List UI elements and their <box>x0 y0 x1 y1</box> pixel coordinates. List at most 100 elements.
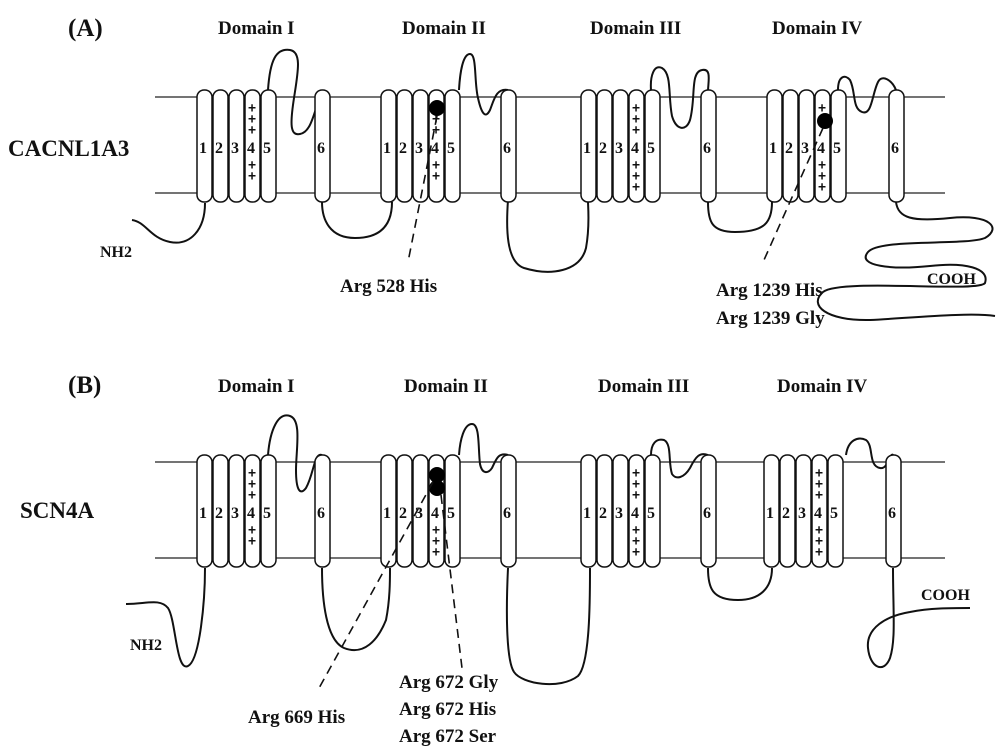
panel-a-d2-s3-label: 3 <box>415 140 423 157</box>
panel-b-d3-s1-label: 1 <box>583 505 591 522</box>
panel-a-d2-s5-label: 5 <box>447 140 455 157</box>
panel-a-d4-s5-label: 5 <box>833 140 841 157</box>
panel-a-d3-s5-label: 5 <box>647 140 655 157</box>
panel-b-domain-3-title: Domain III <box>598 376 689 397</box>
panel-a-linker-2-3 <box>507 200 588 272</box>
panel-b-d3-s6-label: 6 <box>703 505 711 522</box>
panel-a-d4-s1-label: 1 <box>769 140 777 157</box>
panel-a-domain-3: 1 2 3 4 5 6 +++ +++ <box>581 90 716 202</box>
panel-b-mutation-label-3: Arg 672 His <box>399 699 496 720</box>
panel-b-mutation-label-1: Arg 669 His <box>248 707 345 728</box>
panel-a-c-terminus-tail <box>818 202 995 320</box>
panel-a-d4-s4-charges-bottom: +++ <box>818 158 826 195</box>
panel-b-d3-s4-charges-bottom: +++ <box>632 523 640 560</box>
panel-a-d1-s1-label: 1 <box>199 140 207 157</box>
panel-a-d1-s4-charges-top: +++ <box>248 101 256 138</box>
panel-b-n-terminus-label: NH2 <box>130 637 162 654</box>
panel-a-c-terminus-label: COOH <box>927 271 976 288</box>
panel-b-domain-2: 1 2 3 4 5 6 +++ <box>381 455 516 567</box>
panel-a-d3-s1-label: 1 <box>583 140 591 157</box>
panel-a-gene-name: CACNL1A3 <box>8 136 129 161</box>
panel-b-d4-s3-label: 3 <box>798 505 806 522</box>
panel-b-d3-s4-label: 4 <box>631 505 639 522</box>
panel-b-d1-s1-label: 1 <box>199 505 207 522</box>
panel-b-d4-s4-charges-bottom: +++ <box>815 523 823 560</box>
panel-a-mutation-site-arg1239 <box>817 113 833 129</box>
panel-b: (B) Domain I Domain II Domain III Domain… <box>20 372 970 747</box>
panel-b-d3-s4-charges-top: +++ <box>632 466 640 503</box>
panel-b-domain-1: 1 2 3 4 5 6 +++ ++ <box>197 455 330 567</box>
panel-b-domain-3: 1 2 3 4 5 6 +++ +++ <box>581 455 716 567</box>
panel-a-d1-s2-label: 2 <box>215 140 223 157</box>
panel-a-d1-s6-label: 6 <box>317 140 325 157</box>
panel-b-d4-s6-label: 6 <box>888 505 896 522</box>
panel-a: (A) Domain I Domain II Domain III Domain… <box>8 15 995 329</box>
panel-b-d2-s6-label: 6 <box>503 505 511 522</box>
panel-b-d4-s4-label: 4 <box>814 505 822 522</box>
panel-a-domain-2: 1 2 3 4 5 6 ++ ++ <box>381 90 516 202</box>
panel-a-d3-s3-label: 3 <box>615 140 623 157</box>
panel-a-mutation-label-1: Arg 528 His <box>340 276 437 297</box>
panel-b-d1-s3-label: 3 <box>231 505 239 522</box>
panel-b-label: (B) <box>68 372 101 399</box>
panel-b-d2-s4-label: 4 <box>431 505 439 522</box>
panel-b-d2-s4-charges-bottom: +++ <box>432 523 440 560</box>
panel-a-d4-s2-label: 2 <box>785 140 793 157</box>
panel-a-d3-s4-charges-bottom: +++ <box>632 158 640 195</box>
panel-a-d2-s2-label: 2 <box>399 140 407 157</box>
panel-b-mutation-site-arg672 <box>429 480 445 496</box>
panel-b-d1-s5-label: 5 <box>263 505 271 522</box>
panel-a-d3-s4-charges-top: +++ <box>632 101 640 138</box>
panel-b-d3-s3-label: 3 <box>615 505 623 522</box>
panel-a-d2-s1-label: 1 <box>383 140 391 157</box>
panel-b-mutation-label-2: Arg 672 Gly <box>399 672 499 693</box>
panel-a-d3-s6-label: 6 <box>703 140 711 157</box>
panel-b-d3-s5-label: 5 <box>647 505 655 522</box>
panel-a-d4-s6-label: 6 <box>891 140 899 157</box>
panel-b-d2-s1-label: 1 <box>383 505 391 522</box>
panel-a-label: (A) <box>68 15 103 42</box>
panel-b-linker-1-2 <box>322 568 390 650</box>
panel-b-c-terminus-label: COOH <box>921 587 970 604</box>
panel-a-mutation-label-3: Arg 1239 Gly <box>716 308 825 329</box>
panel-b-d1-s2-label: 2 <box>215 505 223 522</box>
panel-a-domain-4-title: Domain IV <box>772 18 863 39</box>
panel-b-d1-s6-label: 6 <box>317 505 325 522</box>
panel-a-linker-1-2 <box>322 202 392 238</box>
panel-b-d4-s4-charges-top: +++ <box>815 466 823 503</box>
panel-b-d1-s4-charges-bottom: ++ <box>248 523 256 549</box>
panel-a-d1-s4-charges-bottom: ++ <box>248 158 256 184</box>
panel-b-d4-s5-label: 5 <box>830 505 838 522</box>
panel-a-d1-s5-label: 5 <box>263 140 271 157</box>
panel-b-domain-4-title: Domain IV <box>777 376 868 397</box>
panel-b-d2-s2-label: 2 <box>399 505 407 522</box>
panel-b-d2-s5-label: 5 <box>447 505 455 522</box>
panel-b-d4-s2-label: 2 <box>782 505 790 522</box>
panel-a-mutation-site-arg528 <box>429 100 445 116</box>
panel-a-domain-4: 1 2 3 4 5 6 + +++ <box>767 90 904 202</box>
panel-a-d4-s4-label: 4 <box>817 140 825 157</box>
panel-b-mutation-label-4: Arg 672 Ser <box>399 726 497 747</box>
panel-b-gene-name: SCN4A <box>20 498 95 523</box>
panel-a-d2-s4-label: 4 <box>431 140 439 157</box>
panel-b-domain-2-title: Domain II <box>404 376 488 397</box>
panel-b-d4-s1-label: 1 <box>766 505 774 522</box>
panel-a-d1-s3-label: 3 <box>231 140 239 157</box>
panel-a-d1-s4-label: 4 <box>247 140 255 157</box>
panel-b-domain-4: 1 2 3 4 5 6 +++ +++ <box>764 455 901 567</box>
panel-b-mutation-pointer-arg669 <box>318 482 433 690</box>
panel-a-d2-s4-charges-bottom: ++ <box>432 158 440 184</box>
panel-a-n-terminus-tail <box>132 203 205 243</box>
panel-a-domain-1-title: Domain I <box>218 18 295 39</box>
panel-a-domain-3-title: Domain III <box>590 18 681 39</box>
panel-b-domain-1-title: Domain I <box>218 376 295 397</box>
panel-b-linker-2-3 <box>507 568 590 684</box>
panel-b-d3-s2-label: 2 <box>599 505 607 522</box>
panel-a-domain-2-title: Domain II <box>402 18 486 39</box>
panel-a-d3-s2-label: 2 <box>599 140 607 157</box>
panel-b-d1-s4-label: 4 <box>247 505 255 522</box>
panel-a-domain-1: 1 2 3 4 5 6 +++ ++ <box>197 90 330 202</box>
panel-b-c-terminus-tail <box>868 568 970 667</box>
